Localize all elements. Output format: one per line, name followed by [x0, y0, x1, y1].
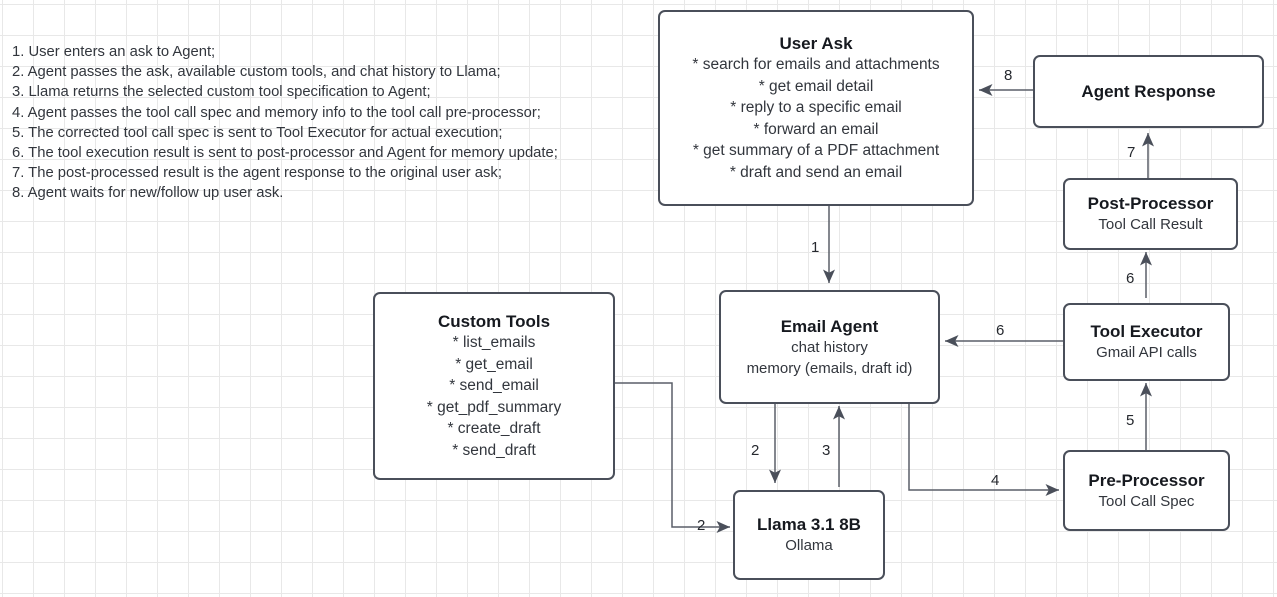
legend-line-4: 4. Agent passes the tool call spec and m…: [12, 104, 541, 121]
user-ask-bullet-1: * search for emails and attachments: [692, 56, 940, 73]
edge-label-5: 5: [1126, 412, 1135, 429]
llama-title: Llama 3.1 8B: [757, 515, 861, 534]
custom-tools-bullet-6: * send_draft: [452, 441, 536, 459]
user-ask-bullet-3: * reply to a specific email: [730, 99, 902, 116]
edge-label-6a: 6: [1126, 270, 1135, 287]
pre-processor-title: Pre-Processor: [1088, 470, 1205, 490]
legend-line-8: 8. Agent waits for new/follow up user as…: [12, 185, 284, 202]
post-processor-subtitle: Tool Call Result: [1098, 216, 1203, 233]
tool-executor-title: Tool Executor: [1090, 322, 1203, 341]
llama-subtitle: Ollama: [785, 537, 833, 554]
node-user-ask[interactable]: User Ask * search for emails and attachm…: [658, 10, 974, 206]
edge-label-2b: 2: [697, 517, 706, 534]
node-pre-processor[interactable]: Pre-Processor Tool Call Spec: [1063, 450, 1230, 531]
node-email-agent[interactable]: Email Agent chat history memory (emails,…: [719, 290, 940, 404]
custom-tools-bullet-4: * get_pdf_summary: [426, 398, 562, 416]
legend-line-7: 7. The post-processed result is the agen…: [12, 165, 502, 182]
process-steps-legend: 1. User enters an ask to Agent; 2. Agent…: [12, 42, 558, 204]
edge-label-6b: 6: [996, 322, 1005, 339]
agent-response-title: Agent Response: [1081, 82, 1216, 101]
legend-line-6: 6. The tool execution result is sent to …: [12, 145, 558, 162]
edge-label-3: 3: [822, 442, 831, 459]
post-processor-title: Post-Processor: [1087, 194, 1214, 213]
node-agent-response[interactable]: Agent Response: [1033, 55, 1264, 128]
node-tool-executor[interactable]: Tool Executor Gmail API calls: [1063, 303, 1230, 381]
email-agent-subtitle-1: chat history: [791, 338, 868, 356]
legend-line-1: 1. User enters an ask to Agent;: [12, 44, 216, 60]
edge-2b-path: [615, 382, 730, 533]
legend-line-5: 5. The corrected tool call spec is sent …: [12, 124, 503, 141]
tool-executor-subtitle: Gmail API calls: [1096, 344, 1197, 361]
email-agent-title: Email Agent: [780, 316, 879, 336]
edge-label-7: 7: [1127, 144, 1136, 161]
email-agent-subtitle-2: memory (emails, draft id): [746, 359, 913, 377]
edge-label-8: 8: [1004, 67, 1013, 84]
custom-tools-bullet-1: * list_emails: [452, 334, 536, 351]
edge-label-1: 1: [811, 239, 820, 256]
edge-4-path: [908, 404, 1059, 496]
legend-line-2: 2. Agent passes the ask, available custo…: [12, 64, 501, 81]
node-custom-tools[interactable]: Custom Tools * list_emails * get_email *…: [373, 292, 615, 480]
user-ask-bullet-4: * forward an email: [753, 120, 879, 138]
node-llama[interactable]: Llama 3.1 8B Ollama: [733, 490, 885, 580]
user-ask-title: User Ask: [779, 34, 853, 53]
custom-tools-bullet-3: * send_email: [449, 377, 539, 394]
edge-label-2a: 2: [751, 442, 760, 459]
user-ask-bullet-2: * get email detail: [758, 77, 874, 95]
node-post-processor[interactable]: Post-Processor Tool Call Result: [1063, 178, 1238, 250]
pre-processor-subtitle: Tool Call Spec: [1098, 492, 1195, 510]
custom-tools-bullet-2: * get_email: [455, 355, 533, 373]
user-ask-bullet-6: * draft and send an email: [729, 163, 903, 181]
user-ask-bullet-5: * get summary of a PDF attachment: [692, 142, 940, 159]
custom-tools-bullet-5: * create_draft: [447, 420, 541, 437]
edge-label-4: 4: [991, 472, 1000, 489]
custom-tools-title: Custom Tools: [437, 312, 551, 331]
legend-line-3: 3. Llama returns the selected custom too…: [12, 84, 431, 101]
